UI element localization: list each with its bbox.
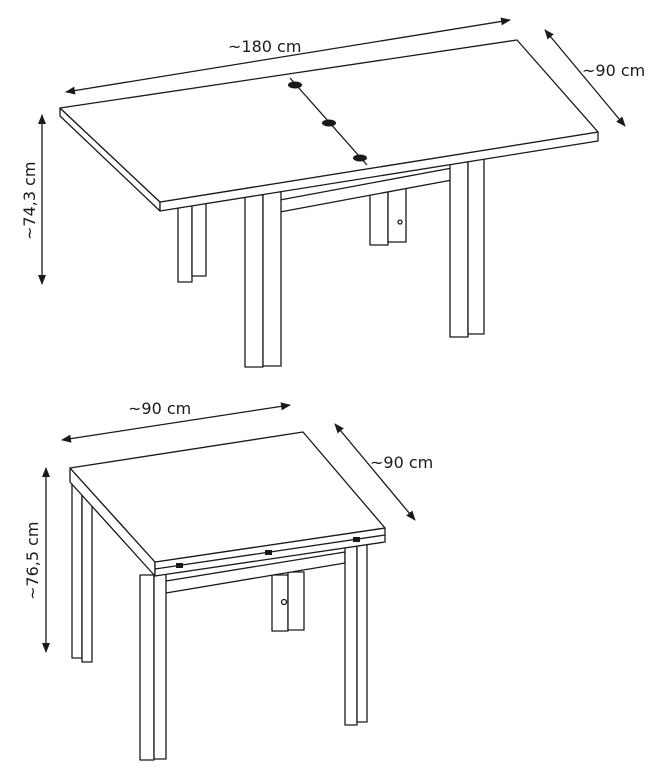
hinge <box>353 537 360 542</box>
depth-arrow <box>544 29 626 127</box>
back-left-leg <box>177 199 193 283</box>
front-left-leg <box>139 574 155 761</box>
width-arrow <box>61 402 291 443</box>
front-left-leg <box>244 194 264 368</box>
depth-arrow <box>334 423 416 521</box>
folded-table-drawing <box>69 431 386 761</box>
extended-length-label: ~180 cm <box>228 37 301 56</box>
front-right-leg <box>449 161 469 338</box>
length-arrow <box>65 17 511 95</box>
hinge <box>265 550 272 555</box>
extended-height-label: ~74,3 cm <box>20 162 39 241</box>
folded-width-label: ~90 cm <box>128 399 191 418</box>
extended-depth-label: ~90 cm <box>582 61 645 80</box>
folded-height-label: ~76,5 cm <box>23 522 42 601</box>
folded-depth-label: ~90 cm <box>370 453 433 472</box>
extended-table-drawing <box>59 39 599 368</box>
hinge <box>322 119 336 127</box>
front-right-leg <box>344 544 358 726</box>
hinge <box>353 154 367 162</box>
hinge <box>176 563 183 568</box>
tabletop-folded <box>69 431 386 563</box>
back-left-leg <box>71 481 83 659</box>
hinge <box>288 81 302 89</box>
